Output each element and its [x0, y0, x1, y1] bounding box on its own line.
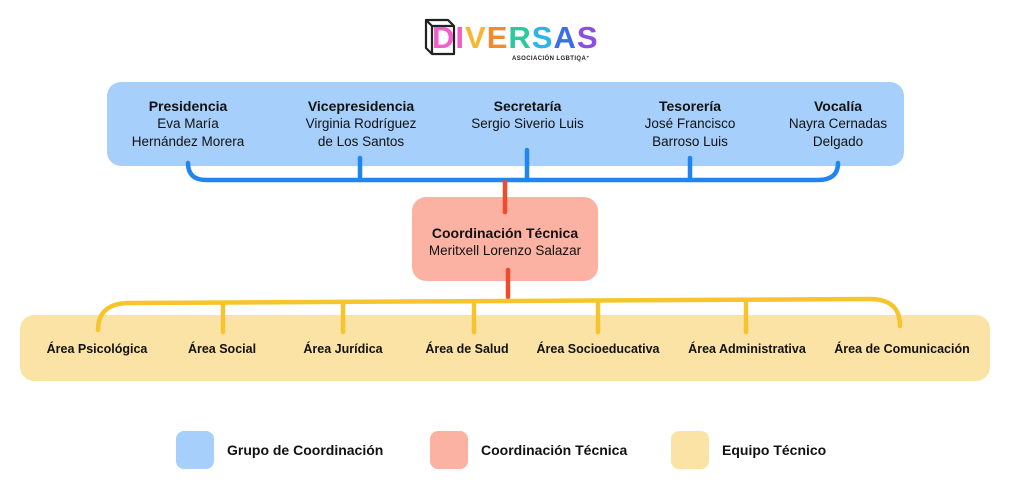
- role-title: Vicepresidencia: [307, 98, 415, 114]
- role-presidencia: Presidencia Eva María Hernández Morera: [118, 97, 258, 151]
- logo-letter: S: [576, 20, 599, 55]
- logo-letter: D: [432, 20, 456, 55]
- area-juridica: Área Jurídica: [303, 342, 383, 356]
- legend-label-technical-coordination: Coordinación Técnica: [481, 442, 628, 458]
- logo-letter: R: [508, 20, 532, 55]
- area-psicologica: Área Psicológica: [46, 342, 148, 356]
- coordination-group-panel: [107, 82, 904, 166]
- role-title: Presidencia: [148, 98, 228, 114]
- diversas-logo: DIVERSAS ASOCIACIÓN LGBTIQA⁺: [420, 16, 598, 66]
- coordination-name: Meritxell Lorenzo Salazar: [428, 243, 582, 258]
- area-administrativa: Área Administrativa: [688, 342, 806, 356]
- area-comunicacion: Área de Comunicación: [834, 342, 970, 356]
- logo-letter: S: [531, 20, 554, 55]
- role-name: Nayra Cernadas: [788, 116, 888, 131]
- role-title: Secretaría: [493, 98, 562, 114]
- legend-label-coordination-group: Grupo de Coordinación: [227, 442, 384, 458]
- role-title: Tesorería: [659, 98, 721, 114]
- logo-letter: I: [455, 20, 466, 55]
- area-social: Área Social: [187, 342, 257, 356]
- area-socioeducativa: Área Socioeducativa: [536, 342, 660, 356]
- logo-letter: E: [486, 20, 509, 55]
- role-name: José Francisco: [644, 116, 736, 131]
- area-salud: Área de Salud: [425, 342, 509, 356]
- technical-coordination: Coordinación Técnica Meritxell Lorenzo S…: [412, 224, 598, 260]
- role-name: Virginia Rodríguez: [305, 116, 417, 131]
- logo-letter: V: [465, 20, 487, 55]
- role-vocalia: Vocalía Nayra Cernadas Delgado: [778, 97, 898, 151]
- logo-cube-icon: [424, 18, 456, 56]
- coordination-title: Coordinación Técnica: [431, 225, 579, 241]
- technical-team-bracket: [95, 296, 903, 333]
- coordination-bracket: [185, 160, 841, 183]
- legend-swatch-technical-team: [671, 431, 709, 469]
- role-name: Hernández Morera: [131, 134, 245, 149]
- logo-subtitle: ASOCIACIÓN LGBTIQA⁺: [512, 56, 590, 62]
- technical-team-panel: [20, 315, 990, 381]
- logo-letter: A: [553, 20, 577, 55]
- role-name: Delgado: [812, 134, 864, 149]
- role-name: Eva María: [157, 116, 219, 131]
- logo-wordmark: DIVERSAS: [432, 22, 599, 54]
- role-title: Vocalía: [814, 98, 862, 114]
- role-name: Sergio Siverio Luis: [471, 116, 584, 131]
- role-secretaria: Secretaría Sergio Siverio Luis: [455, 97, 600, 133]
- role-name: de Los Santos: [317, 134, 405, 149]
- role-vicepresidencia: Vicepresidencia Virginia Rodríguez de Lo…: [288, 97, 434, 151]
- legend-label-technical-team: Equipo Técnico: [722, 442, 827, 458]
- role-tesoreria: Tesorería José Francisco Barroso Luis: [625, 97, 755, 151]
- legend-swatch-coordination-group: [176, 431, 214, 469]
- role-name: Barroso Luis: [652, 134, 728, 149]
- legend-swatch-technical-coordination: [430, 431, 468, 469]
